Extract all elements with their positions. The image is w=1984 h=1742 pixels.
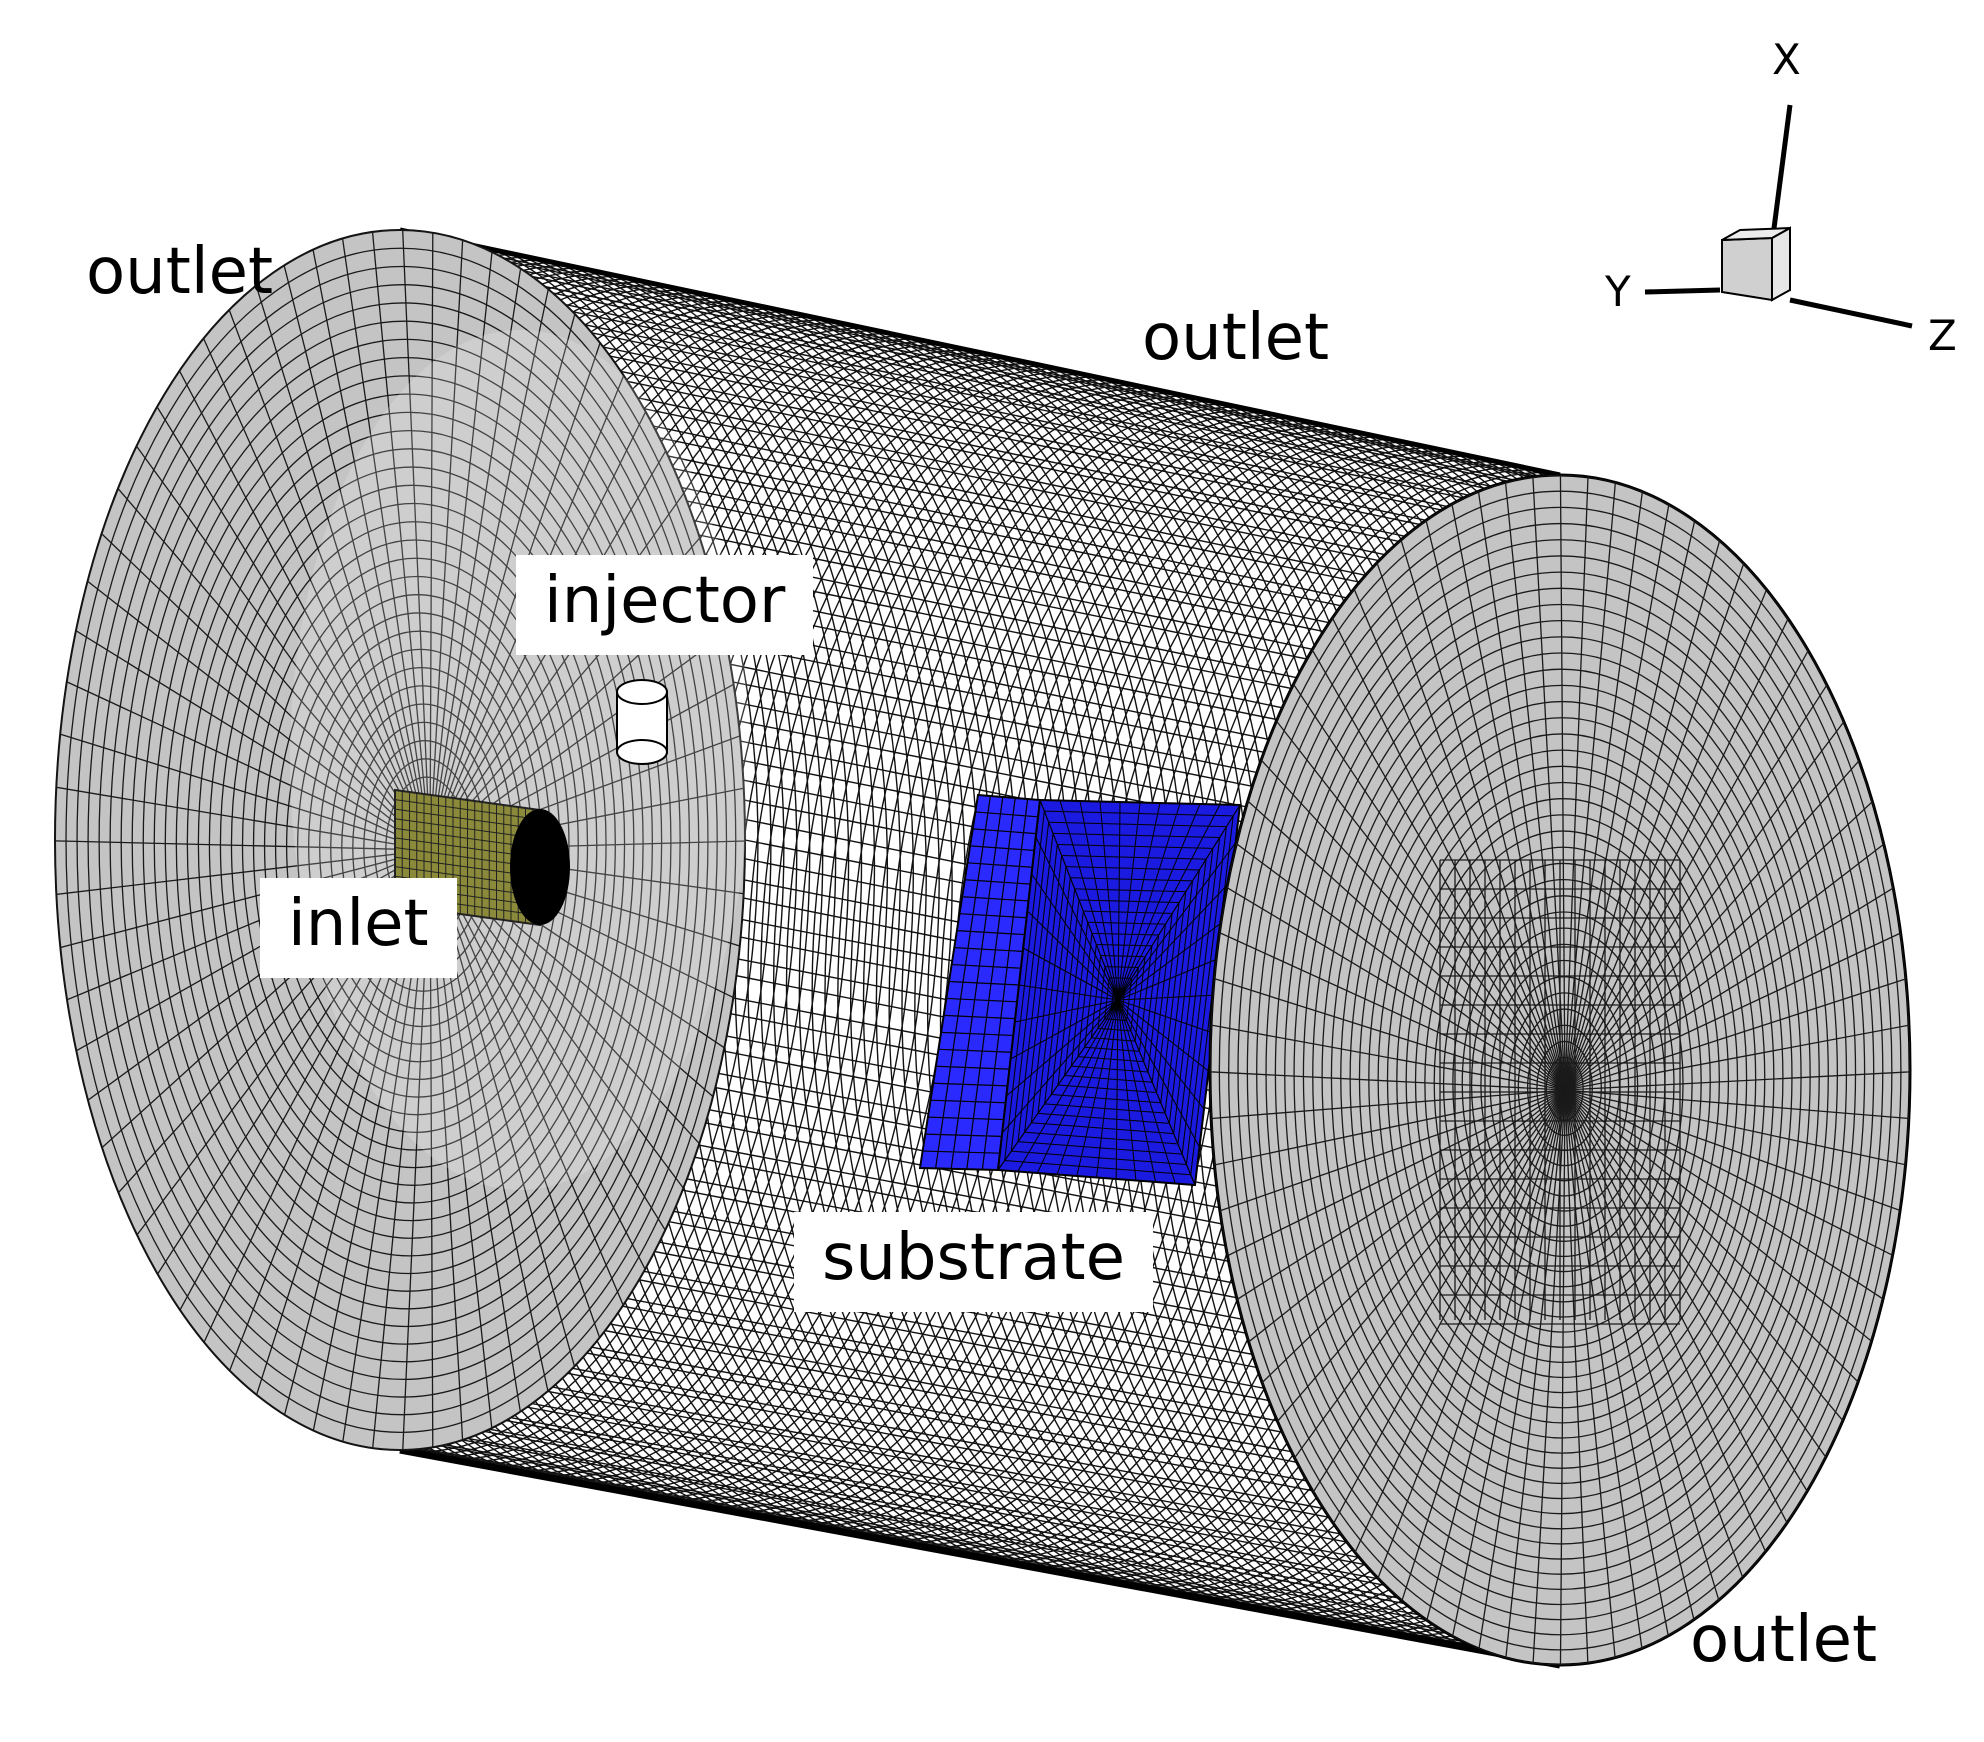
y-axis-line [1644,287,1721,295]
substrate-block [918,793,1242,1187]
axis-cube [1721,226,1791,302]
right-outlet-face [1208,473,1912,1667]
z-axis-label: Z [1928,311,1957,360]
injector-label: injector [516,555,814,655]
z-axis-line [1789,297,1913,329]
outlet-label-left: outlet [86,235,274,309]
x-axis-label: X [1772,35,1801,84]
axis-triad [1644,104,1913,329]
y-axis-label: Y [1604,267,1631,316]
substrate-label: substrate [794,1212,1153,1312]
outlet-label-bottom-right: outlet [1690,1603,1878,1677]
injector-body [616,679,668,765]
inlet-label: inlet [260,878,457,978]
outlet-label-top: outlet [1142,301,1330,375]
